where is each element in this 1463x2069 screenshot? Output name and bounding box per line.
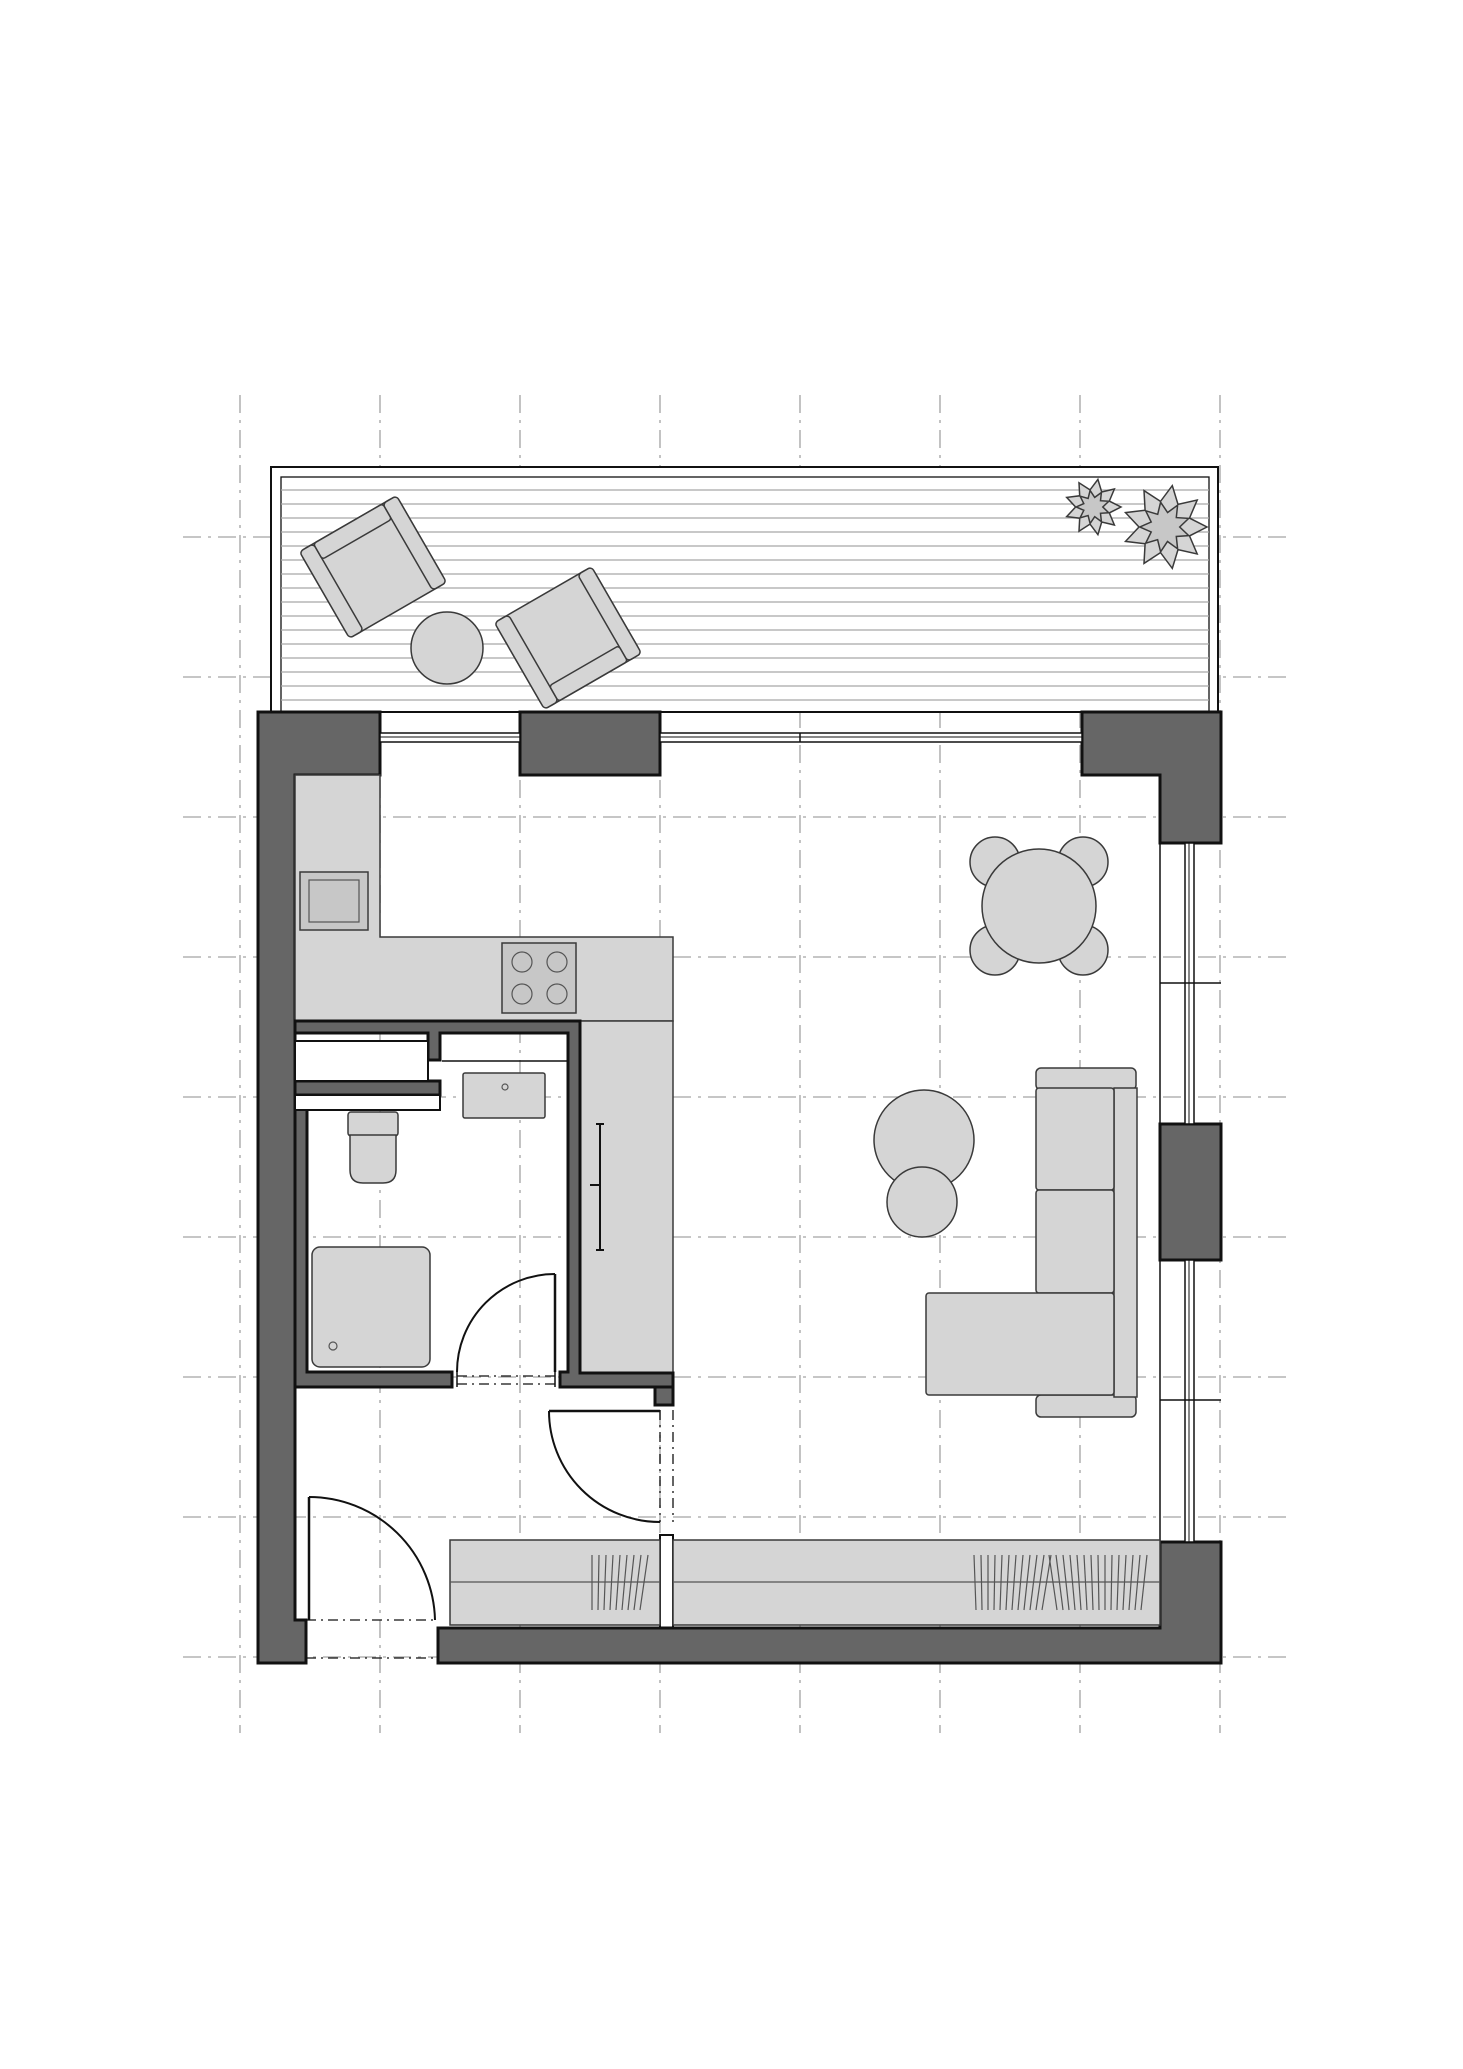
- hanger: [1048, 1554, 1058, 1611]
- window: [1159, 842, 1221, 1125]
- windows: [379, 732, 1221, 1543]
- hanger: [1069, 1554, 1076, 1611]
- hanger: [993, 1554, 996, 1611]
- armchair: [300, 496, 446, 638]
- bathroom-walls: [293, 1019, 675, 1407]
- living-area: [873, 836, 1138, 1418]
- interior-wall: [653, 1385, 675, 1407]
- toilet: [347, 1111, 399, 1184]
- window: [379, 732, 521, 743]
- hanger: [609, 1554, 614, 1611]
- hanger: [603, 1554, 607, 1611]
- hanger: [1023, 1554, 1031, 1611]
- hanger: [1122, 1554, 1127, 1611]
- kitchen-counter: [579, 1020, 674, 1374]
- hanger: [999, 1554, 1003, 1611]
- hanger: [1097, 1554, 1100, 1611]
- hanger: [1055, 1554, 1064, 1611]
- entrance-door: [306, 1496, 438, 1659]
- hanger: [1011, 1554, 1017, 1611]
- hanger: [633, 1554, 642, 1611]
- sofa: [925, 1067, 1138, 1418]
- hanger: [1035, 1554, 1045, 1611]
- hanger: [627, 1554, 635, 1611]
- doors: [306, 1273, 674, 1659]
- hanger: [973, 1554, 977, 1611]
- hanger: [597, 1554, 600, 1611]
- hanger: [1029, 1554, 1038, 1611]
- wall-pillar: [518, 710, 662, 777]
- hanger: [1116, 1554, 1120, 1611]
- coffee-tables: [873, 1089, 975, 1238]
- hangers: [973, 1554, 1148, 1611]
- plant-core: [1137, 500, 1191, 554]
- plant-core: [1074, 488, 1111, 526]
- window: [659, 732, 1083, 743]
- balcony-railing: [280, 476, 1210, 713]
- fridge-door-handle: [590, 1123, 604, 1251]
- potted-plant: [1065, 477, 1123, 537]
- washbasin: [442, 1060, 568, 1119]
- coffee-table: [886, 1166, 958, 1238]
- hanger: [615, 1554, 621, 1611]
- dining-set: [969, 836, 1109, 976]
- side-table: [410, 611, 484, 685]
- wall-pillar: [1158, 1122, 1223, 1262]
- window: [1159, 1259, 1221, 1543]
- hanger: [1128, 1554, 1134, 1611]
- sink-basin: [308, 879, 360, 923]
- hanger: [639, 1554, 649, 1611]
- hanger: [1090, 1554, 1094, 1611]
- hanger: [1005, 1554, 1010, 1611]
- door: [548, 1409, 674, 1523]
- armchair: [495, 567, 641, 709]
- balcony: [270, 466, 1219, 713]
- wardrobes: [449, 1539, 1161, 1626]
- hanger: [980, 1554, 983, 1611]
- hanger: [1076, 1554, 1082, 1611]
- hanger: [621, 1554, 628, 1611]
- bathroom: [311, 1060, 568, 1368]
- hanger: [1110, 1554, 1113, 1611]
- shelf: [294, 1040, 429, 1082]
- partition: [659, 1534, 674, 1629]
- exterior-wall: [1080, 710, 1223, 845]
- sink: [299, 871, 369, 931]
- hangers: [591, 1554, 649, 1611]
- shelf-board: [294, 1094, 441, 1111]
- kitchen: [294, 774, 674, 1374]
- cooktop: [501, 942, 577, 1014]
- dining-table: [981, 848, 1097, 964]
- hanger: [1062, 1554, 1070, 1611]
- hanger: [1134, 1554, 1141, 1611]
- hanger: [1083, 1554, 1088, 1611]
- hanger: [1017, 1554, 1024, 1611]
- door: [456, 1273, 557, 1387]
- interior-wall: [293, 1079, 442, 1097]
- hanger: [1041, 1554, 1052, 1611]
- shower-tray: [311, 1246, 431, 1368]
- hanger: [1140, 1554, 1148, 1611]
- potted-plant: [1123, 483, 1209, 571]
